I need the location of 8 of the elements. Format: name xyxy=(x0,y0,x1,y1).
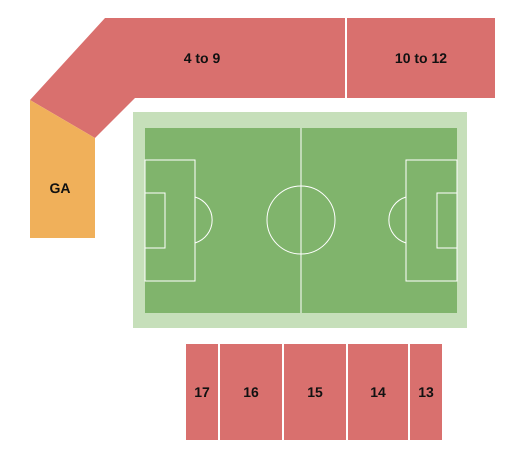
section-label: 13 xyxy=(418,384,434,400)
section-label: 16 xyxy=(243,384,259,400)
section-label: 10 to 12 xyxy=(394,50,448,66)
section-label: 17 xyxy=(194,384,210,400)
section-label: 15 xyxy=(307,384,323,400)
section-label: GA xyxy=(50,180,70,196)
section-label: 4 to 9 xyxy=(184,50,220,66)
section-label: 14 xyxy=(370,384,386,400)
